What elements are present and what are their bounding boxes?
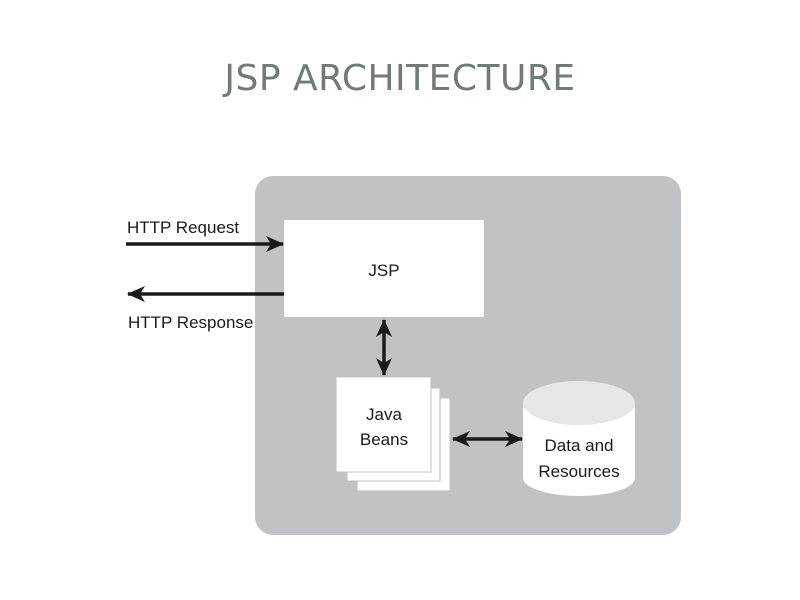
java-beans-label-line1: Java: [366, 405, 402, 424]
http-request-label: HTTP Request: [127, 218, 239, 237]
jsp-box: [284, 220, 484, 317]
java-beans-box: [335, 376, 432, 473]
java-beans-label-line2: Beans: [360, 430, 408, 449]
data-resources-label-line1: Data and: [545, 436, 614, 455]
jsp-label: JSP: [368, 261, 399, 280]
http-response-label: HTTP Response: [128, 313, 253, 332]
data-resources-label-line2: Resources: [538, 462, 619, 481]
slide-title: JSP ARCHITECTURE: [224, 58, 576, 99]
data-resources-cylinder: [523, 381, 635, 496]
java-beans-stack: [335, 376, 451, 492]
